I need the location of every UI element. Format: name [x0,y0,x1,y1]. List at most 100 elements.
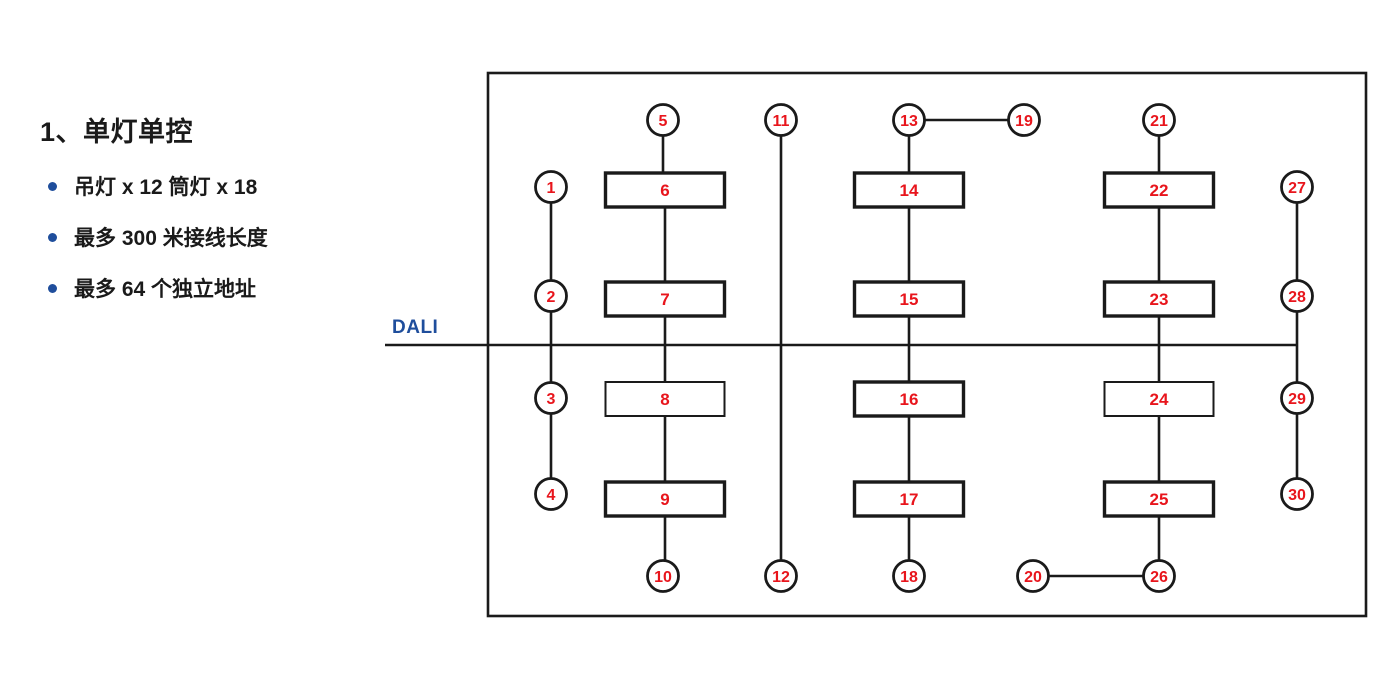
fixture-circle-18[interactable]: 18 [892,559,926,593]
fixture-rect-shape [852,280,966,318]
fixture-rect-9[interactable]: 9 [603,480,727,518]
fixture-rect-label: 24 [1150,390,1169,409]
fixture-rect-label: 14 [900,181,919,200]
info-panel: 1、单灯单控 吊灯 x 12 筒灯 x 18 最多 300 米接线长度 最多 6… [40,110,400,324]
fixture-circle-4[interactable]: 4 [534,477,568,511]
bullet-text: 最多 64 个独立地址 [74,278,257,301]
fixture-circle-26[interactable]: 26 [1142,559,1176,593]
fixture-rect-label: 17 [900,490,919,509]
fixture-circle-label: 29 [1288,391,1306,408]
fixture-rect-6[interactable]: 6 [603,171,727,209]
fixture-rect-17[interactable]: 17 [852,480,966,518]
fixture-circle-shape [892,103,926,137]
fixture-circle-shape [1280,170,1314,204]
fixture-circle-shape [1007,103,1041,137]
fixture-circle-21[interactable]: 21 [1142,103,1176,137]
fixture-rect-23[interactable]: 23 [1102,280,1216,318]
fixture-rect-25[interactable]: 25 [1102,480,1216,518]
fixture-rect-label: 25 [1150,490,1169,509]
fixture-circle-label: 26 [1150,569,1168,586]
fixture-circle-label: 19 [1015,113,1033,130]
fixture-circle-29[interactable]: 29 [1280,381,1314,415]
fixture-circle-shape [534,381,568,415]
fixture-circle-shape [764,103,798,137]
fixture-rect-shape [852,480,966,518]
bullet-text: 吊灯 x 12 筒灯 x 18 [74,176,258,199]
fixture-circle-label: 2 [547,289,556,306]
fixture-rect-7[interactable]: 7 [603,280,727,318]
fixture-circle-label: 10 [654,569,672,586]
fixture-rect-shape [603,280,727,318]
fixture-circle-label: 5 [659,113,668,130]
fixture-circle-1[interactable]: 1 [534,170,568,204]
fixture-rectangle-group: 6 7 8 9 14 15 16 17 22 23 24 25 [603,171,1216,518]
fixture-circle-2[interactable]: 2 [534,279,568,313]
fixture-circle-12[interactable]: 12 [764,559,798,593]
fixture-rect-15[interactable]: 15 [852,280,966,318]
fixture-rect-8[interactable]: 8 [604,381,726,417]
bullet-text: 最多 300 米接线长度 [74,227,268,250]
fixture-circle-label: 3 [547,391,556,408]
fixture-circle-label: 11 [773,113,790,130]
fixture-rect-16[interactable]: 16 [852,380,966,418]
fixture-circle-28[interactable]: 28 [1280,279,1314,313]
bullet-dot-icon [48,284,57,293]
bullet-dot-icon [48,233,57,242]
fixture-circle-label: 12 [772,569,790,586]
fixture-circle-shape [534,279,568,313]
fixture-circle-label: 18 [900,569,918,586]
fixture-circle-shape [646,559,680,593]
fixture-circle-label: 13 [900,113,918,130]
fixture-rect-shape [852,380,966,418]
bullet-list: 吊灯 x 12 筒灯 x 18 最多 300 米接线长度 最多 64 个独立地址 [40,171,400,303]
fixture-circle-shape [1142,103,1176,137]
connector-group [549,118,1299,578]
fixture-circle-3[interactable]: 3 [534,381,568,415]
panel-title: 1、单灯单控 [40,117,194,147]
fixture-rect-label: 23 [1150,290,1169,309]
fixture-circle-shape [1142,559,1176,593]
fixture-circle-label: 27 [1288,180,1306,197]
fixture-rect-shape [604,381,726,417]
fixture-circle-30[interactable]: 30 [1280,477,1314,511]
list-item: 吊灯 x 12 筒灯 x 18 [40,171,400,201]
fixture-circle-label: 20 [1024,569,1042,586]
fixture-rect-label: 9 [660,490,669,509]
fixture-circle-label: 1 [547,180,556,197]
fixture-rect-shape [603,171,727,209]
fixture-circle-label: 28 [1288,289,1306,306]
fixture-circle-11[interactable]: 11 [764,103,798,137]
fixture-rect-shape [852,171,966,209]
fixture-rect-label: 16 [900,390,919,409]
list-item: 最多 64 个独立地址 [40,273,400,303]
fixture-circle-20[interactable]: 20 [1016,559,1050,593]
fixture-rect-label: 22 [1150,181,1169,200]
fixture-rect-label: 15 [900,290,919,309]
fixture-circle-shape [892,559,926,593]
fixture-circle-27[interactable]: 27 [1280,170,1314,204]
fixture-rect-22[interactable]: 22 [1102,171,1216,209]
fixture-circle-shape [534,170,568,204]
fixture-rect-24[interactable]: 24 [1103,381,1215,417]
fixture-rect-label: 6 [660,181,669,200]
bullet-dot-icon [48,182,57,191]
dali-bus-label: DALI [392,317,439,338]
fixture-circle-19[interactable]: 19 [1007,103,1041,137]
fixture-circle-13[interactable]: 13 [892,103,926,137]
fixture-circle-shape [646,103,680,137]
fixture-rect-label: 8 [660,390,669,409]
fixture-rect-shape [1102,480,1216,518]
fixture-circle-shape [534,477,568,511]
fixture-circle-label: 21 [1150,113,1168,130]
fixture-circle-5[interactable]: 5 [646,103,680,137]
fixture-circle-label: 30 [1288,487,1306,504]
fixture-circle-shape [1280,381,1314,415]
fixture-rect-14[interactable]: 14 [852,171,966,209]
fixture-rect-shape [1102,280,1216,318]
fixture-circle-10[interactable]: 10 [646,559,680,593]
fixture-rect-shape [603,480,727,518]
fixture-circle-shape [1280,477,1314,511]
